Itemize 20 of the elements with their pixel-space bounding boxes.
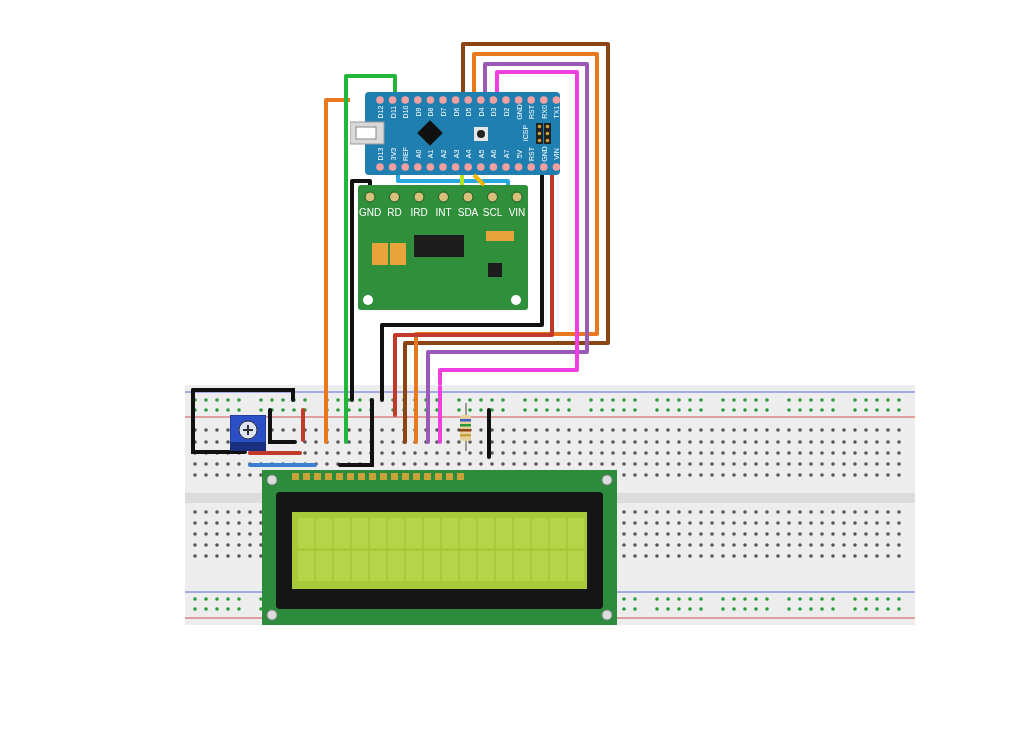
- pin-label: GND: [358, 208, 382, 218]
- sensor-module-drawing: [358, 185, 528, 310]
- jumper-wire: [324, 98, 350, 385]
- jumper-wire: [344, 74, 397, 385]
- pin-label: SDA: [457, 208, 479, 218]
- jumper-wire: [438, 70, 579, 385]
- resistor-drawing: [459, 403, 471, 451]
- pin-label: IRD: [410, 208, 428, 218]
- jumper-wire: [396, 175, 510, 185]
- pin-label: INT: [435, 208, 452, 218]
- pin-label: SCL: [482, 208, 503, 218]
- pin-label: RD: [387, 208, 402, 218]
- microcontroller-board-drawing: [350, 92, 560, 175]
- lcd-module-drawing: [262, 470, 617, 625]
- pin-label: VIN: [508, 208, 526, 218]
- potentiometer-drawing: [230, 415, 266, 451]
- jumper-wire: [350, 179, 372, 385]
- jumper-wire: [460, 175, 464, 185]
- jumper-wire: [472, 173, 486, 187]
- breadboard-drawing: [185, 385, 915, 625]
